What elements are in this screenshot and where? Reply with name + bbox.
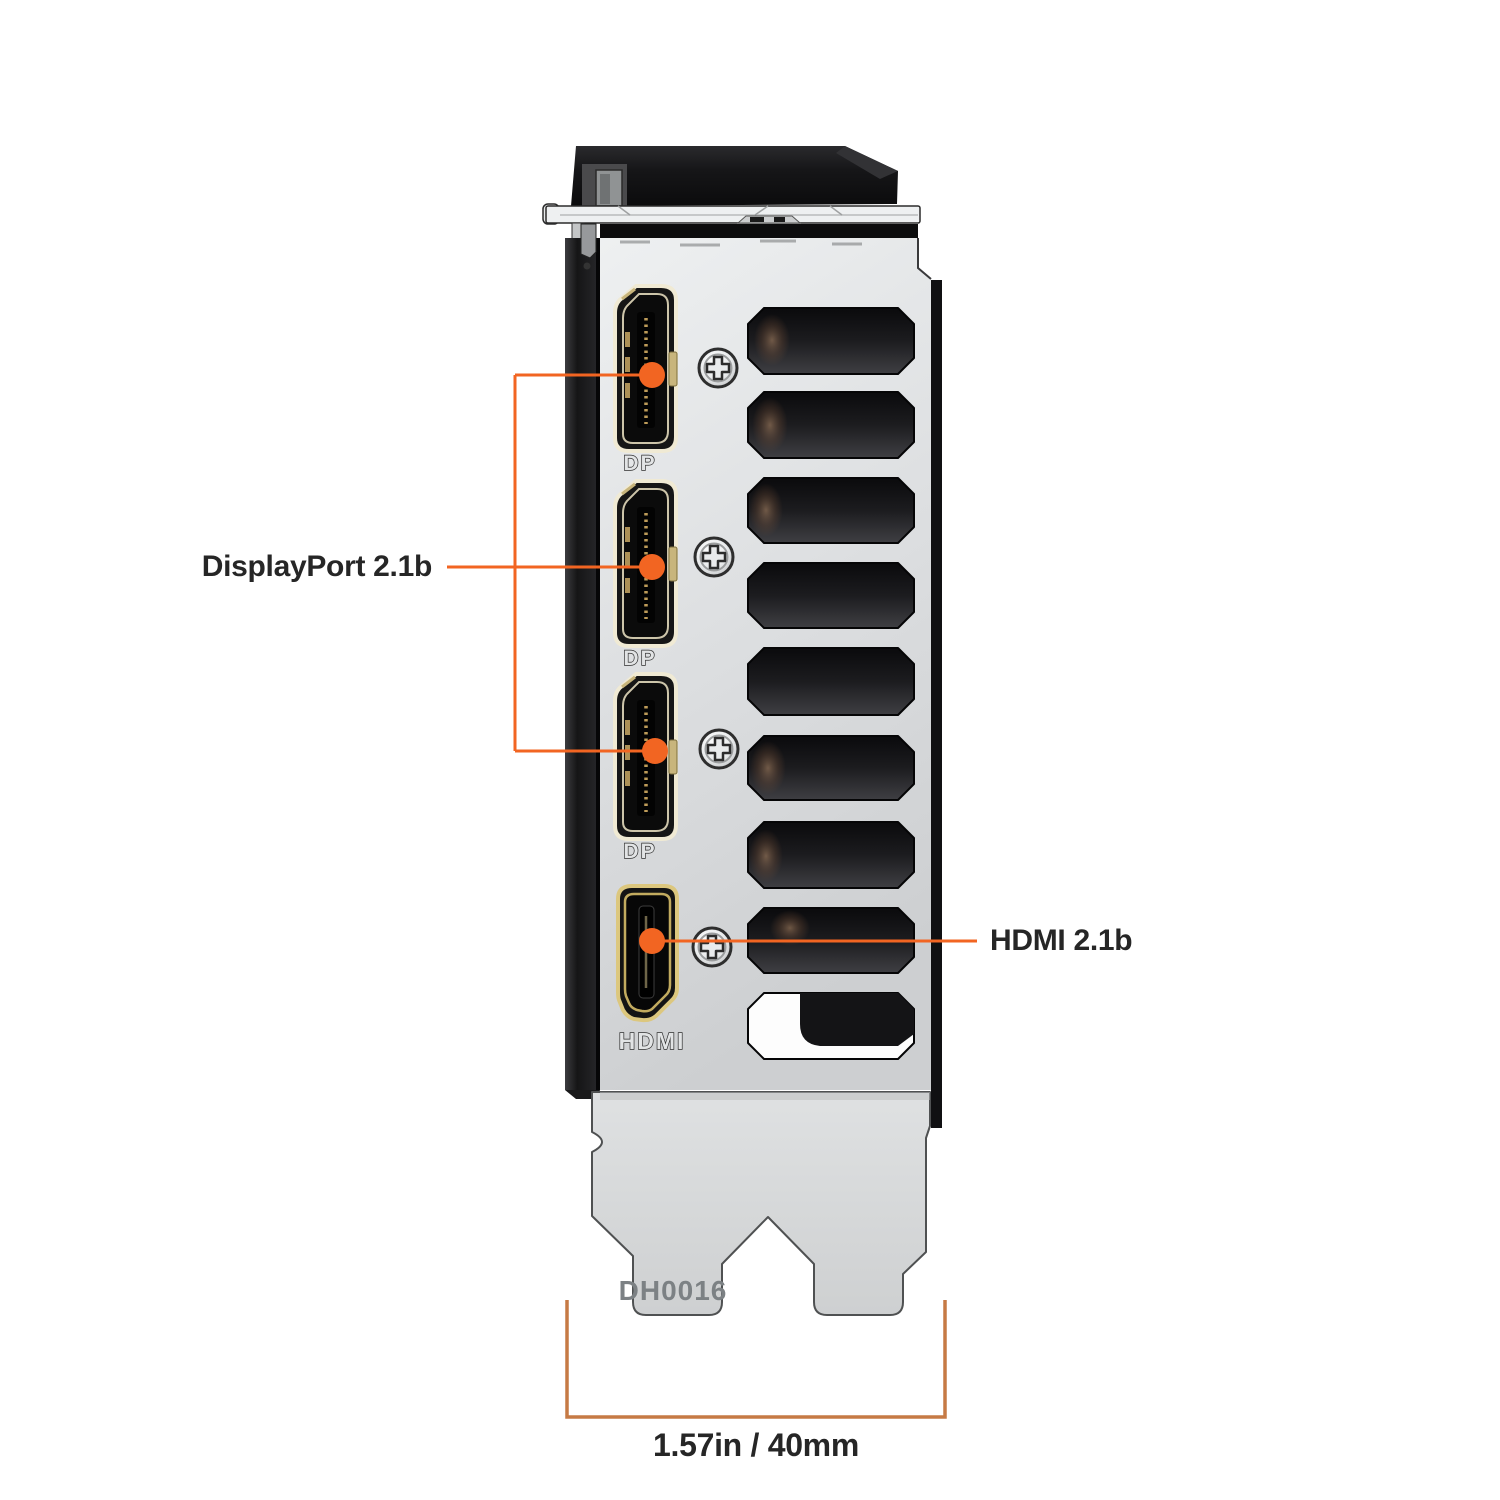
vent-hole-reflections	[749, 314, 810, 946]
vent-hole	[747, 821, 915, 889]
vent-hole	[747, 391, 915, 459]
hdmi-annotation: HDMI 2.1b	[990, 924, 1133, 957]
vent-hole	[747, 735, 915, 801]
phillips-screw	[698, 728, 740, 770]
bracket-stamp: DH0016	[619, 1275, 728, 1306]
vent-holes	[747, 307, 915, 1060]
heatsink-top	[571, 146, 898, 207]
lip-shadow-band	[600, 224, 918, 238]
screws	[691, 347, 740, 968]
vent-hole-open	[747, 992, 915, 1060]
vent-hole	[747, 647, 915, 716]
callout-dots	[639, 362, 668, 954]
dp-port-label: DP	[623, 840, 656, 863]
dimension-annotation: 1.57in / 40mm	[653, 1427, 859, 1463]
callout-dot-dp3	[642, 738, 668, 764]
hdmi-port-label: HDMI	[619, 1028, 686, 1054]
card-edge-left	[565, 223, 600, 1099]
displayport-annotation: DisplayPort 2.1b	[201, 550, 433, 583]
dp-port-label: DP	[623, 647, 656, 670]
bracket-foot-section: DH0016	[591, 1091, 931, 1316]
callout-dot-dp1	[639, 362, 665, 388]
vent-hole	[747, 562, 915, 629]
phillips-screw	[697, 347, 739, 389]
displayport-callout	[447, 373, 643, 753]
phillips-screw	[691, 926, 733, 968]
callout-dot-dp2	[639, 554, 665, 580]
vent-hole	[747, 477, 915, 544]
vent-hole	[747, 307, 915, 375]
dp-port-label: DP	[623, 452, 656, 475]
callout-dot-hdmi	[639, 928, 665, 954]
phillips-screw	[693, 536, 735, 578]
dimension-bracket	[565, 1300, 947, 1419]
card-edge-right	[931, 280, 942, 1128]
